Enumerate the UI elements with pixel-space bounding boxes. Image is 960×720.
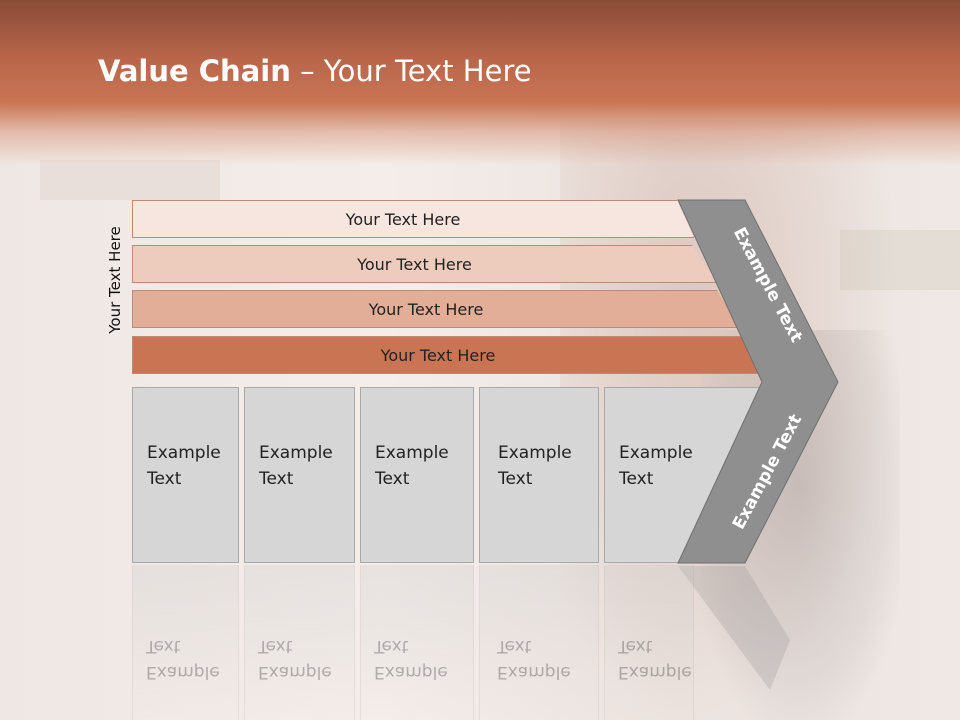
box-5-line1: Example xyxy=(619,443,693,463)
reflection-text-2-line1: Example xyxy=(258,662,332,682)
bar-1-label: Your Text Here xyxy=(345,209,461,229)
boxes-reflection: Example Text Example Text Example Text E… xyxy=(132,565,762,720)
box-2-line2: Text xyxy=(259,469,294,489)
reflection-text-4-line2: Text xyxy=(497,636,532,656)
reflection-text-1-line1: Example xyxy=(146,662,220,682)
background-shelf xyxy=(40,160,220,200)
bar-1: Your Text Here xyxy=(132,200,694,238)
reflection-text-3-line1: Example xyxy=(374,662,448,682)
reflection-box-2 xyxy=(244,565,355,720)
bar-4-label: Your Text Here xyxy=(380,345,496,365)
reflection-text-1-line2: Text xyxy=(146,636,181,656)
reflection-text-3-line2: Text xyxy=(374,636,409,656)
bar-3-label: Your Text Here xyxy=(368,299,484,319)
reflection-box-5 xyxy=(604,565,694,720)
reflection-text-4-line1: Example xyxy=(497,662,571,682)
box-3-line1: Example xyxy=(375,443,449,463)
background-cabinet xyxy=(840,230,960,290)
reflection-box-4 xyxy=(479,565,599,720)
title-rest: – Your Text Here xyxy=(290,54,532,88)
reflection-text-5-line1: Example xyxy=(618,662,692,682)
chevron-shape xyxy=(677,199,839,564)
header-band xyxy=(0,0,960,165)
slide-title: Value Chain – Your Text Here xyxy=(98,54,532,88)
reflection-text-2: Example Text xyxy=(258,633,332,685)
reflection-text-5: Example Text xyxy=(618,633,692,685)
box-1-line2: Text xyxy=(147,469,182,489)
example-box-4: Example Text xyxy=(479,387,599,563)
box-5-line2: Text xyxy=(619,469,654,489)
reflection-text-1: Example Text xyxy=(146,633,220,685)
box-2-line1: Example xyxy=(259,443,333,463)
box-4-line2: Text xyxy=(498,469,533,489)
chevron-reflection xyxy=(678,566,790,690)
box-4-line1: Example xyxy=(498,443,572,463)
box-1-line1: Example xyxy=(147,443,221,463)
reflection-text-4: Example Text xyxy=(497,633,571,685)
example-box-2: Example Text xyxy=(244,387,355,563)
reflection-text-2-line2: Text xyxy=(258,636,293,656)
title-bold: Value Chain xyxy=(98,54,291,88)
reflection-box-1 xyxy=(132,565,239,720)
bar-4: Your Text Here xyxy=(132,336,764,374)
bar-3: Your Text Here xyxy=(132,290,740,328)
reflection-text-5-line2: Text xyxy=(618,636,653,656)
reflection-box-3 xyxy=(360,565,474,720)
box-3-line2: Text xyxy=(375,469,410,489)
example-box-1: Example Text xyxy=(132,387,239,563)
reflection-text-3: Example Text xyxy=(374,633,448,685)
bar-2: Your Text Here xyxy=(132,245,717,283)
example-box-3: Example Text xyxy=(360,387,474,563)
bar-2-label: Your Text Here xyxy=(357,254,472,274)
